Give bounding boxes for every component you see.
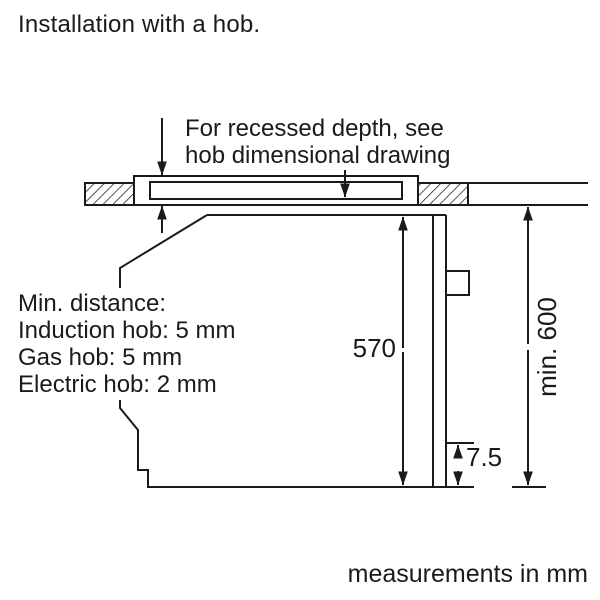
hob-inner-tub xyxy=(149,181,403,200)
recessed-depth-note-line1: For recessed depth, see xyxy=(185,115,444,142)
measurements-note: measurements in mm xyxy=(347,560,588,588)
worktop-hatch-left xyxy=(84,182,141,206)
text-block-mask xyxy=(10,288,252,400)
min-distance-electric: Electric hob: 2 mm xyxy=(18,371,217,398)
recessed-depth-note-line2: hob dimensional drawing xyxy=(185,142,451,169)
page-title: Installation with a hob. xyxy=(18,11,261,38)
dim-label-75: 7.5 xyxy=(466,442,502,472)
min-distance-induction: Induction hob: 5 mm xyxy=(18,317,235,344)
dim-label-570: 570 xyxy=(353,333,396,363)
min-distance-heading: Min. distance: xyxy=(18,290,166,317)
dim-label-min-600: min. 600 xyxy=(532,297,562,397)
oven-rear-knob xyxy=(445,270,470,296)
min-distance-gas: Gas hob: 5 mm xyxy=(18,344,182,371)
